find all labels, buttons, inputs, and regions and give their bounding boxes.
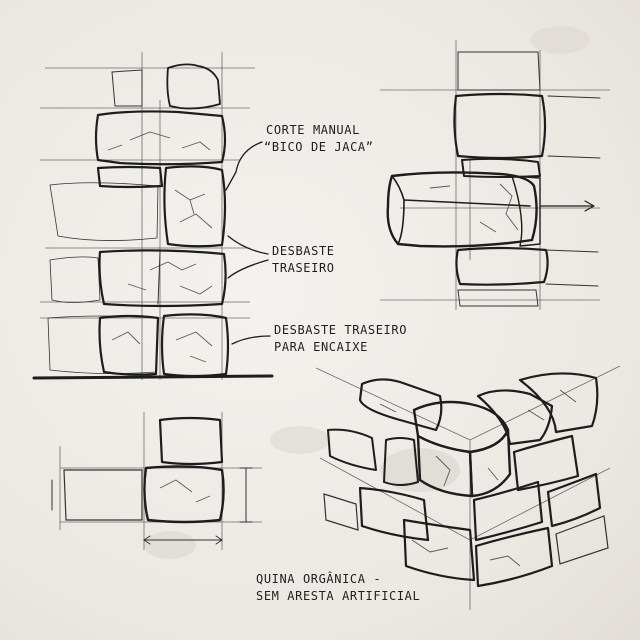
label-para-encaixe: PARA ENCAIXE <box>274 340 368 354</box>
label-desbaste-traseiro: DESBASTE TRASEIRO <box>274 323 408 337</box>
label-sem-aresta: SEM ARESTA ARTIFICIAL <box>256 589 421 603</box>
label-traseiro: TRASEIRO <box>272 261 335 275</box>
label-corte-manual: CORTE MANUAL <box>266 123 360 137</box>
leader-lines <box>225 141 271 345</box>
corner-perspective <box>315 365 621 610</box>
paper-smudges <box>144 26 590 559</box>
wall-section-right <box>380 40 610 310</box>
joint-detail <box>51 412 262 550</box>
wall-elevation-left <box>32 52 274 380</box>
faint-bricks <box>47 182 159 374</box>
label-quina-organica: QUINA ORGÂNICA - <box>256 572 382 586</box>
label-bico-de-jaca: “BICO DE JACA” <box>264 140 374 154</box>
label-desbaste: DESBASTE <box>272 244 335 258</box>
